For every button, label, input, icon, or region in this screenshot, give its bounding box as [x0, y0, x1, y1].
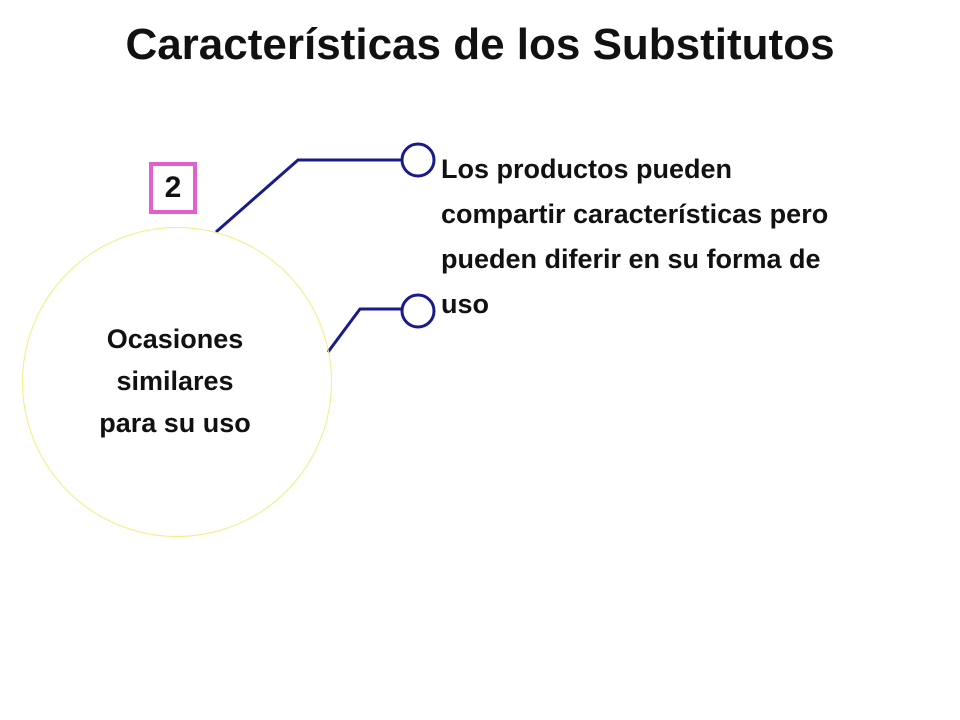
connector-1-node [400, 142, 436, 178]
circle-label-line-1: Ocasiones [106, 324, 244, 354]
circle-label: Ocasiones similares para su uso [22, 318, 328, 444]
circle-label-line-2: similares [116, 366, 234, 396]
bullet-text-1: Los productos pueden compartir caracterí… [441, 154, 829, 319]
connector-1 [215, 158, 402, 234]
topic-circle [22, 227, 332, 537]
connector-2 [326, 307, 402, 353]
number-badge: 2 [149, 162, 197, 214]
slide-title: Características de los Substitutos [125, 20, 835, 69]
circle-label-line-3: para su uso [99, 408, 251, 438]
connector-2-node [400, 293, 436, 329]
